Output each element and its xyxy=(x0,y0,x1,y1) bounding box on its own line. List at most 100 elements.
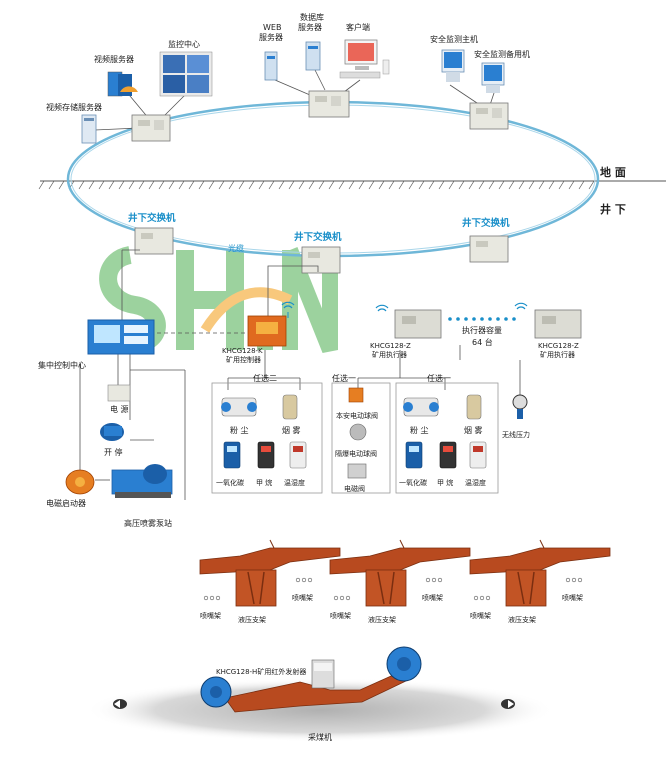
label-khc-z-name-right: 矿用执行器 xyxy=(540,350,575,359)
label-khc-k-name: 矿用控制器 xyxy=(226,355,261,364)
client-pc xyxy=(339,39,390,79)
temp-hum-sensor-left xyxy=(289,441,307,469)
label-nozzle-frame: 喷嘴架 xyxy=(562,593,583,602)
temp-hum-sensor-right xyxy=(469,441,487,469)
shearer-end-icon-left xyxy=(113,699,127,709)
label-choose-two: 任选二 xyxy=(253,373,277,383)
wireless-pressure-gauge xyxy=(512,394,528,419)
nozzle-frame-icon xyxy=(473,595,491,601)
label-above-ground: 地 面 xyxy=(600,165,626,179)
label-pump-station: 高压喷雾泵站 xyxy=(124,518,172,528)
smoke-sensor-right xyxy=(466,394,482,420)
label-video-storage: 视频存储服务器 xyxy=(46,102,102,112)
label-motor-starter: 电磁启动器 xyxy=(46,498,86,508)
methane-sensor-right xyxy=(439,441,457,469)
executor-khc-z-left xyxy=(375,304,442,339)
label-shearer: 采煤机 xyxy=(308,732,332,742)
nozzle-frame-icon xyxy=(295,577,313,583)
label-methane-left: 甲 烷 xyxy=(256,478,272,487)
label-khc-z-model-right: KHCG128-Z xyxy=(538,342,579,350)
switch-box-under-left xyxy=(134,227,174,255)
controller-khc-k xyxy=(247,301,295,347)
centralized-control-panel xyxy=(87,319,155,355)
switch-box-surface-right xyxy=(469,102,509,130)
label-nozzle-frame: 喷嘴架 xyxy=(422,593,443,602)
motor-starter xyxy=(65,469,95,495)
web-server xyxy=(264,51,278,81)
co-sensor-right xyxy=(405,441,423,469)
label-smoke-right: 烟 雾 xyxy=(464,426,483,435)
label-client: 客户端 xyxy=(346,22,370,32)
label-choose-one-valve: 任选一 xyxy=(332,373,356,383)
switch-box-surface-left xyxy=(131,114,171,142)
label-co-left: 一氧化碳 xyxy=(216,478,244,487)
label-hydraulic-support: 液压支架 xyxy=(238,615,266,624)
label-start-stop: 开 停 xyxy=(104,447,123,457)
label-fiber: 光缆 xyxy=(228,243,244,253)
flameproof-valve xyxy=(349,423,367,441)
label-hydraulic-support: 液压支架 xyxy=(368,615,396,624)
label-khc-k-model: KHCG128-K xyxy=(222,347,263,355)
label-monitor-center: 监控中心 xyxy=(168,39,200,49)
db-server xyxy=(305,41,321,71)
label-co-right: 一氧化碳 xyxy=(399,478,427,487)
label-video-server: 视频服务器 xyxy=(94,54,134,64)
label-temp-hum-right: 温湿度 xyxy=(465,478,486,487)
pump-station xyxy=(111,464,173,498)
solenoid-valve xyxy=(347,463,367,479)
sensor-group-right-frame xyxy=(395,382,499,494)
label-nozzle-frame: 喷嘴架 xyxy=(330,611,351,620)
label-flameproof-valve: 隔爆电动球阀 xyxy=(335,449,377,458)
shearer-machine xyxy=(200,646,422,713)
monitor-center xyxy=(159,51,213,97)
label-power: 电 源 xyxy=(110,404,129,414)
shearer-end-icon-right xyxy=(501,699,515,709)
smoke-sensor-left xyxy=(282,394,298,420)
label-safety-host: 安全监测主机 xyxy=(430,34,478,44)
valve-group-frame xyxy=(331,382,391,494)
label-capacity-value: 64 台 xyxy=(472,337,493,347)
nozzle-frame-icon xyxy=(425,577,443,583)
start-stop-switch xyxy=(100,423,124,441)
label-khc-z-model-left: KHCG128-Z xyxy=(370,342,411,350)
label-dust-left: 粉 尘 xyxy=(230,425,249,435)
label-solenoid-valve: 电磁阀 xyxy=(344,484,365,493)
executor-khc-z-right xyxy=(514,302,582,339)
safety-backup xyxy=(481,62,505,93)
label-db-server: 数据库服务器 xyxy=(298,12,324,32)
label-hydraulic-support: 液压支架 xyxy=(508,615,536,624)
label-choose-one: 任选一 xyxy=(427,373,451,383)
label-centralized-control: 集中控制中心 xyxy=(38,360,86,370)
label-nozzle-frame: 喷嘴架 xyxy=(292,593,313,602)
capacity-dots xyxy=(448,317,516,321)
label-nozzle-frame: 喷嘴架 xyxy=(470,611,491,620)
label-dust-right: 粉 尘 xyxy=(410,425,429,435)
mine-valve xyxy=(348,387,364,403)
safety-host xyxy=(441,49,465,82)
label-temp-hum-left: 温湿度 xyxy=(284,478,305,487)
dust-sensor-right xyxy=(403,397,439,417)
nozzle-frame-icon xyxy=(203,595,221,601)
label-wireless-pressure: 无线压力 xyxy=(502,430,530,439)
methane-sensor-left xyxy=(257,441,275,469)
label-nozzle-frame: 喷嘴架 xyxy=(200,611,221,620)
switch-box-surface-center xyxy=(308,90,350,118)
label-khc-z-name-left: 矿用执行器 xyxy=(372,350,407,359)
video-storage-server xyxy=(81,114,97,144)
label-below-ground: 井 下 xyxy=(600,202,626,216)
label-safety-backup: 安全监测备用机 xyxy=(474,49,530,59)
dust-sensor-left xyxy=(221,397,257,417)
power-box xyxy=(107,384,131,402)
ground-line: 地 面 井 下 xyxy=(38,165,666,216)
nozzle-frame-icon xyxy=(333,595,351,601)
label-switch-right: 井下交换机 xyxy=(462,217,510,229)
label-capacity: 执行器容量 xyxy=(462,325,502,335)
label-switch-left: 井下交换机 xyxy=(128,212,176,224)
nozzle-frame-icon xyxy=(565,577,583,583)
